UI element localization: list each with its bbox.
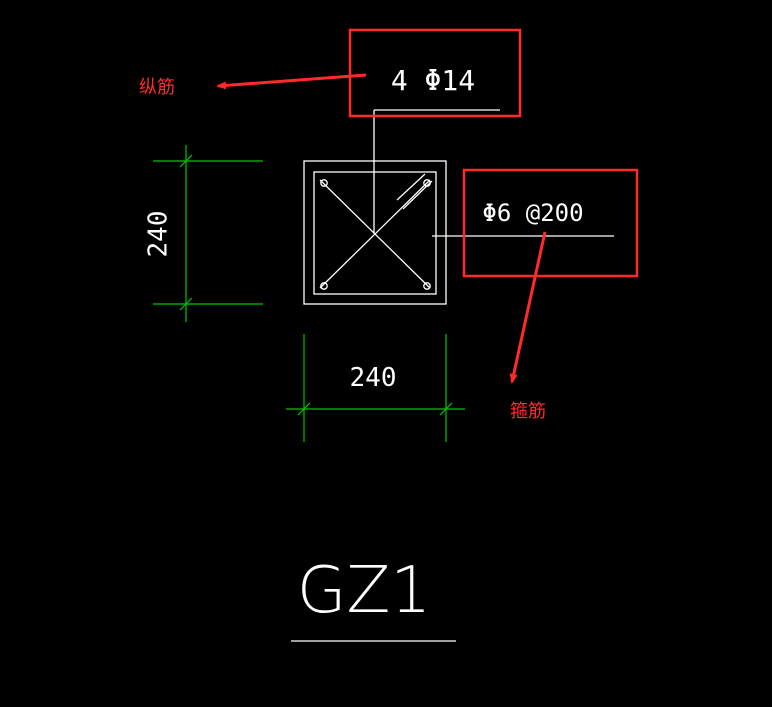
corner-rebar-bl — [320, 282, 328, 290]
column-outline — [303, 160, 447, 305]
stirrup-hook-1 — [396, 173, 426, 201]
longitudinal-arrow — [216, 73, 367, 90]
stirrup-outline — [313, 171, 437, 295]
dim-tick-left — [297, 402, 311, 416]
longitudinal-rebar-spec: 4 Φ14 — [391, 64, 475, 97]
stirrup-hook-2 — [402, 180, 433, 210]
horizontal-dimension — [286, 334, 465, 442]
dim-tick-top — [179, 154, 193, 168]
stirrup-arrow — [509, 231, 547, 384]
column-title: GZ1 — [297, 554, 431, 628]
corner-rebar-tl — [320, 179, 328, 187]
corner-rebar-br — [423, 282, 431, 290]
vertical-dimension — [153, 145, 263, 322]
column-section — [303, 109, 614, 305]
stirrup-label: 箍筋 — [510, 401, 546, 422]
dim-height-text: 240 — [144, 211, 174, 258]
dim-tick-bottom — [179, 297, 193, 311]
stirrup-diagonal-2 — [319, 179, 431, 289]
stirrup-highlight-box — [462, 168, 639, 278]
longitudinal-rebar-label: 纵筋 — [139, 77, 175, 98]
dim-width-text: 240 — [350, 363, 397, 393]
stirrup-spec: Φ6 @200 — [482, 199, 583, 227]
longitudinal-highlight-box — [348, 28, 522, 118]
corner-rebar-tr — [423, 179, 431, 187]
dim-tick-right — [439, 402, 453, 416]
